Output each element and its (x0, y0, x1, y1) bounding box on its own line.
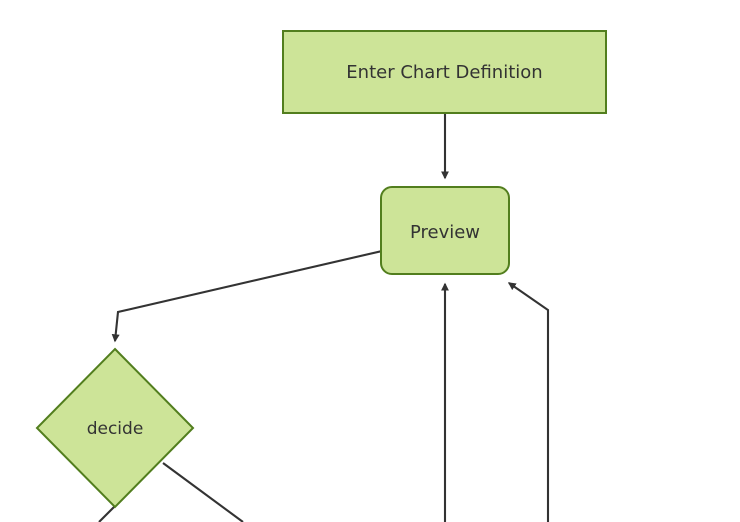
edge-decide-to-below-right (162, 462, 244, 522)
edge-preview-to-decide (111, 249, 383, 343)
edge-decide-to-below-left (98, 505, 116, 522)
node-enter-chart-definition-label: Enter Chart Definition (346, 62, 542, 83)
node-decide[interactable]: decide (35, 347, 195, 509)
edge-layer (98, 113, 550, 522)
node-layer: Enter Chart Definition Preview decide (35, 30, 607, 509)
node-enter-chart-definition-shape[interactable] (282, 30, 607, 114)
node-decide-label: decide (87, 419, 144, 439)
node-preview-label: Preview (410, 222, 480, 243)
node-preview-shape[interactable] (380, 186, 510, 275)
node-preview[interactable]: Preview (380, 186, 510, 275)
node-enter-chart-definition[interactable]: Enter Chart Definition (282, 30, 607, 114)
edge-return-right-to-preview (507, 282, 550, 522)
node-decide-shape[interactable] (35, 347, 195, 509)
